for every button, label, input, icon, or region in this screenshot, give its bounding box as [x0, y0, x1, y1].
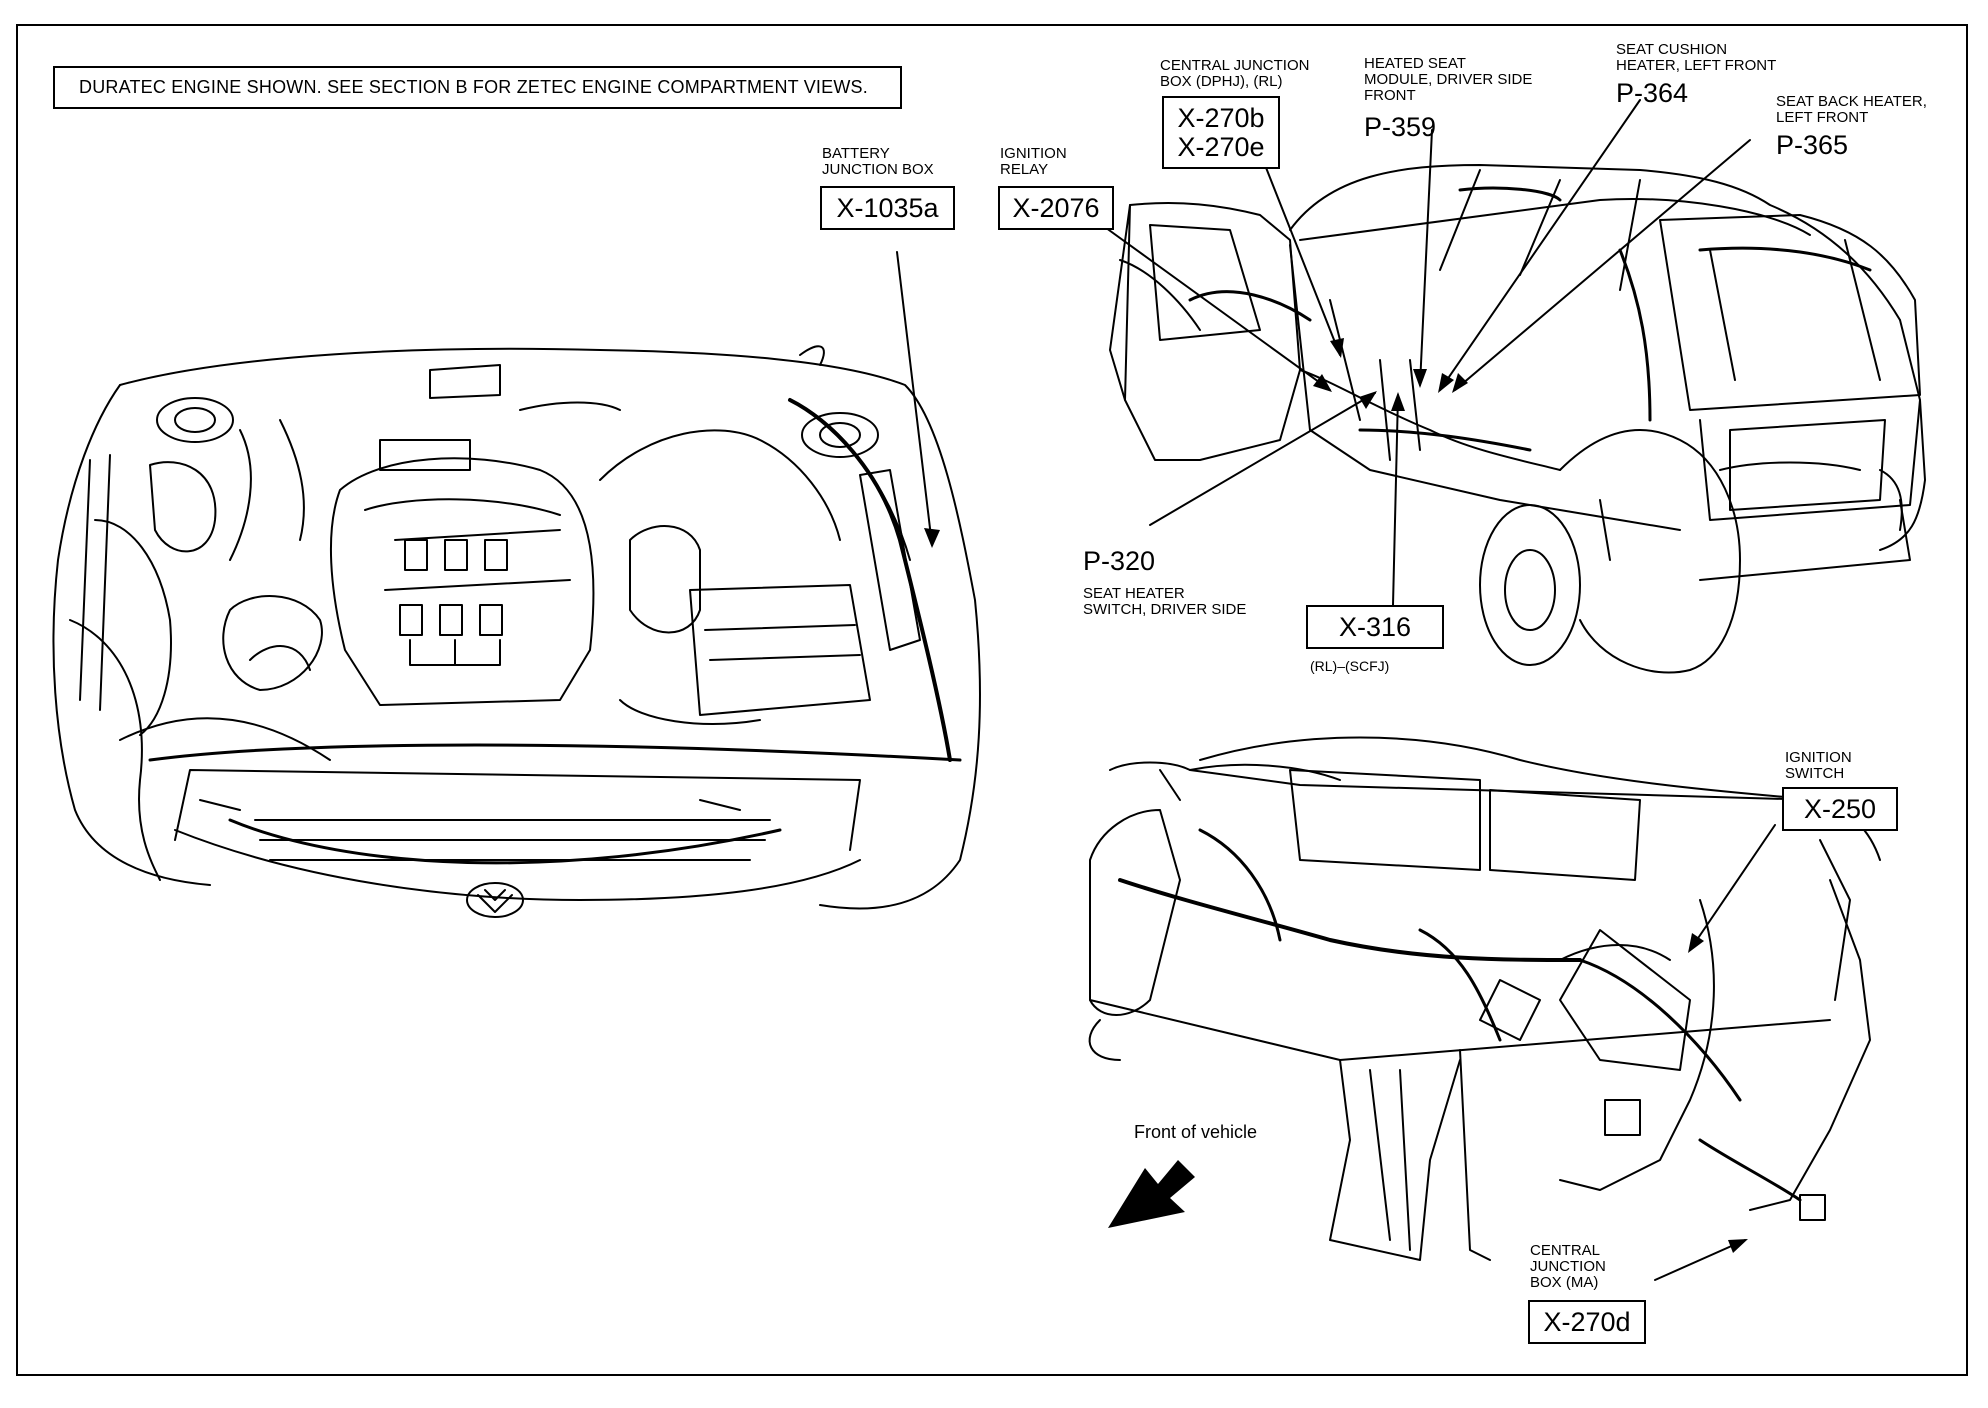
seat-cushion-heater-caption: SEAT CUSHION HEATER, LEFT FRONT	[1616, 41, 1777, 74]
callout-arrowheads	[924, 338, 1748, 1253]
connector-label-p365: P-365	[1776, 130, 1849, 160]
connector-label-x316: X-316	[1306, 605, 1444, 649]
seat-heater-switch-caption: SEAT HEATER SWITCH, DRIVER SIDE	[1083, 585, 1247, 618]
front-of-vehicle-label: Front of vehicle	[1134, 1122, 1258, 1142]
seat-back-heater-caption: SEAT BACK HEATER, LEFT FRONT	[1776, 93, 1927, 126]
connector-label-x250: X-250	[1782, 787, 1898, 831]
dashboard-drawing	[1088, 736, 1881, 1261]
connector-label-p359: P-359	[1364, 112, 1437, 142]
connector-label-x270d: X-270d	[1528, 1300, 1646, 1344]
suv-interior-drawing	[1109, 164, 1926, 674]
connector-label-x1035a: X-1035a	[820, 186, 955, 230]
central-junction-box-ma-caption: CENTRAL JUNCTION BOX (MA)	[1530, 1242, 1606, 1291]
central-junction-box-dphj-caption: CENTRAL JUNCTION BOX (DPHJ), (RL)	[1160, 57, 1310, 90]
battery-junction-box-caption: BATTERY JUNCTION BOX	[822, 145, 934, 178]
callout-leader-lines	[896, 99, 1776, 1281]
ignition-switch-caption: IGNITION SWITCH	[1785, 749, 1852, 782]
engine-notice-box: DURATEC ENGINE SHOWN. SEE SECTION B FOR …	[53, 66, 902, 109]
x316-note: (RL)–(SCFJ)	[1310, 658, 1390, 674]
connector-label-x2076: X-2076	[998, 186, 1114, 230]
engine-compartment-drawing	[52, 345, 981, 918]
connector-x270e: X-270e	[1177, 131, 1265, 162]
connector-label-p364: P-364	[1616, 78, 1689, 108]
connector-label-p320: P-320	[1083, 546, 1156, 576]
connector-label-x270b-x270e: X-270b X-270e	[1162, 96, 1280, 169]
ignition-relay-caption: IGNITION RELAY	[1000, 145, 1067, 178]
front-of-vehicle-arrow-icon	[1108, 1160, 1195, 1228]
heated-seat-module-caption: HEATED SEAT MODULE, DRIVER SIDE FRONT	[1364, 55, 1533, 104]
connector-x270b: X-270b	[1177, 102, 1265, 133]
diagram-frame	[16, 24, 1968, 1376]
